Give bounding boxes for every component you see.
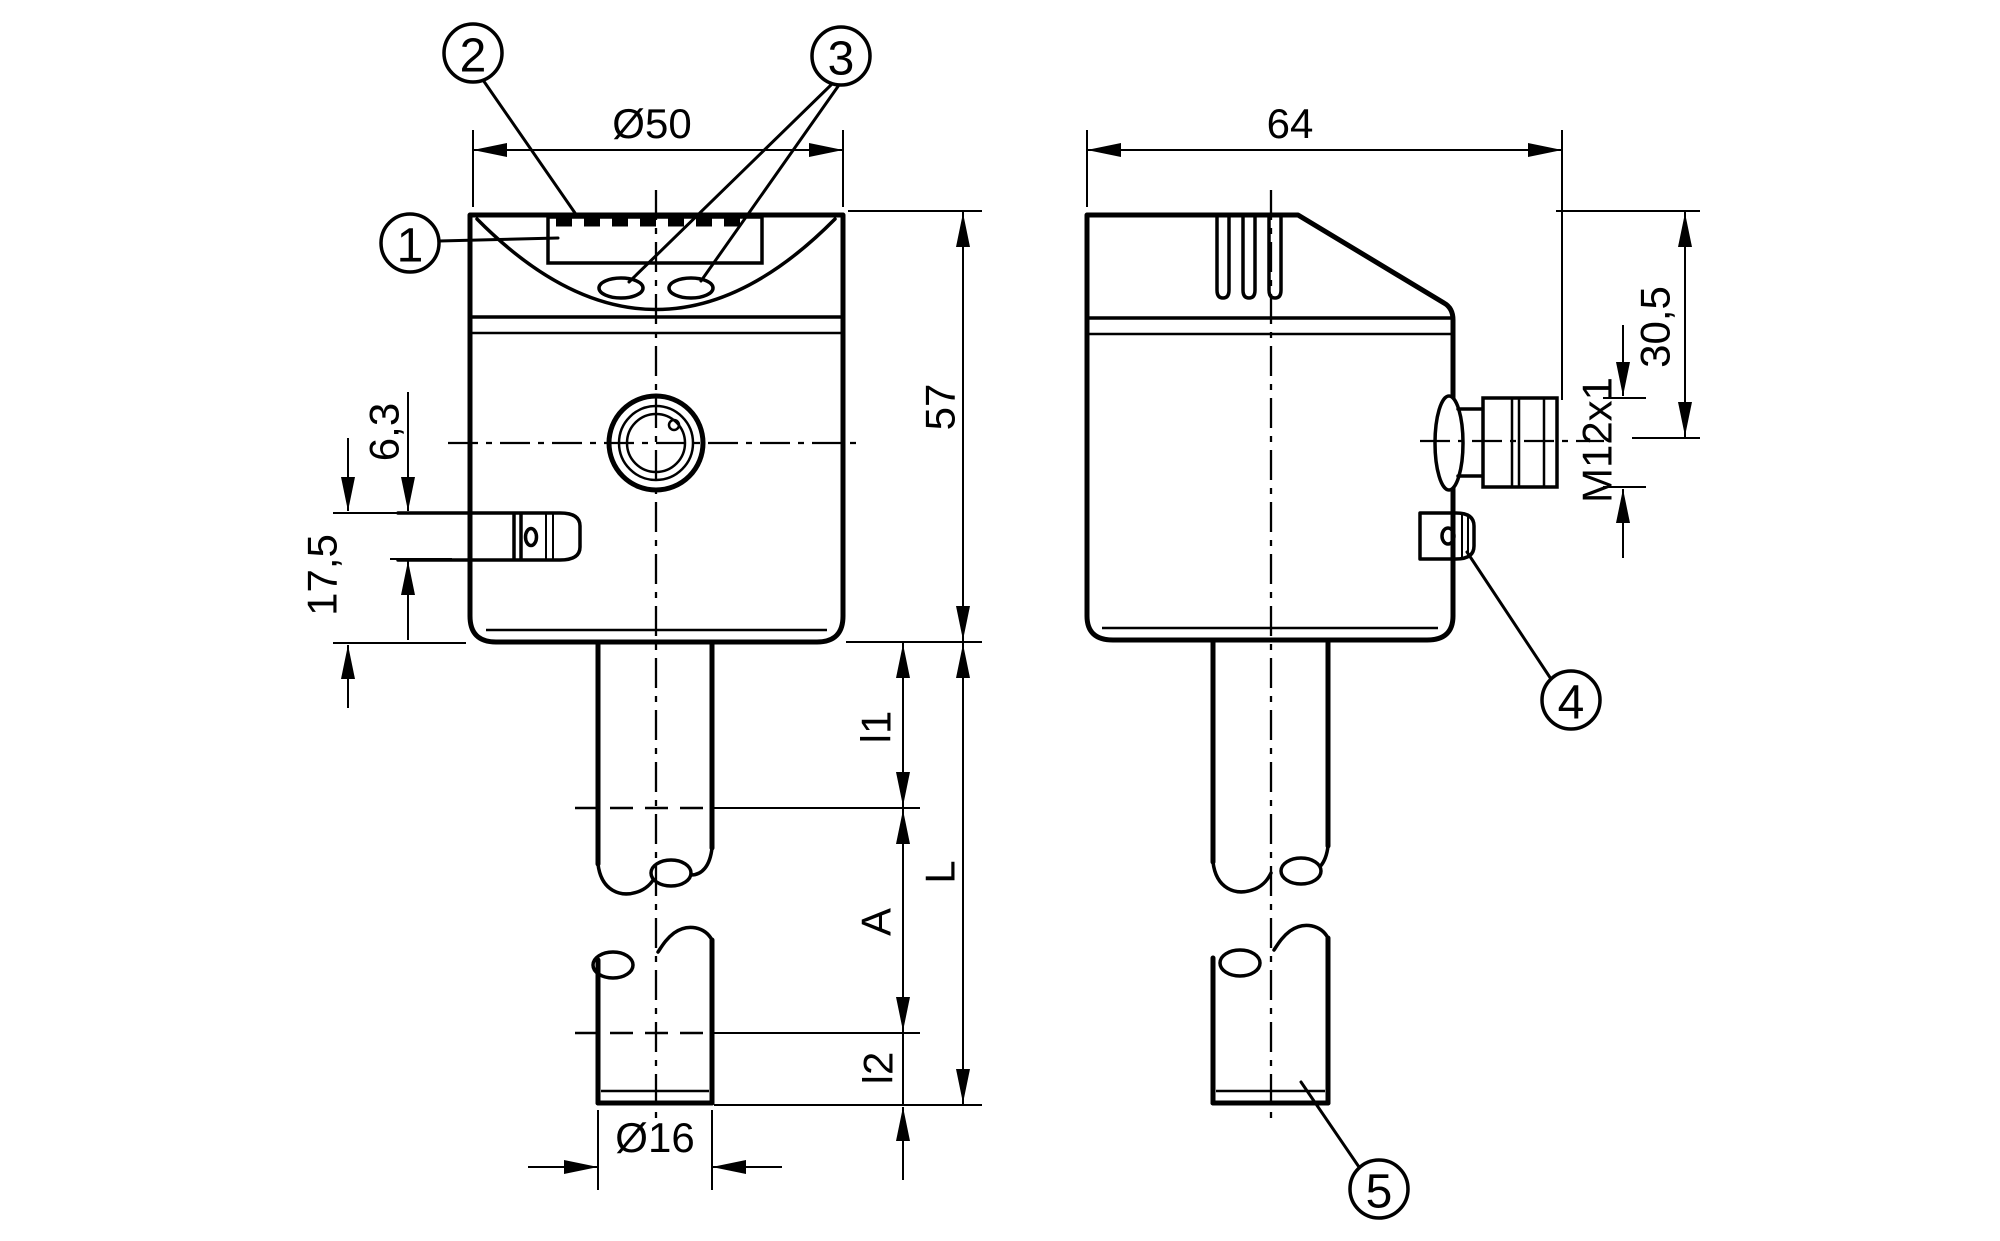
dimension-probe-length-1: l1 bbox=[575, 642, 920, 810]
callout-2-number: 2 bbox=[460, 30, 487, 83]
dimension-total-length: L bbox=[917, 642, 970, 1105]
front-probe-lower bbox=[591, 925, 715, 1106]
grip-grooves bbox=[1215, 215, 1283, 300]
dimension-clip-to-bottom: 17,5 bbox=[299, 438, 466, 708]
callout-3-circle bbox=[810, 25, 872, 87]
label-probe-length-1: l1 bbox=[853, 711, 900, 744]
callout-5-number: 5 bbox=[1366, 1166, 1393, 1219]
label-connector-axis-offset: 30,5 bbox=[1632, 286, 1679, 368]
label-probe-length-2: l2 bbox=[855, 1052, 902, 1085]
center-port-key bbox=[667, 418, 681, 432]
callout-5-circle bbox=[1348, 1158, 1410, 1220]
callout-1-number: 1 bbox=[397, 220, 424, 273]
connector-flange bbox=[1433, 394, 1465, 492]
dimension-body-depth: 64 bbox=[1086, 100, 1563, 400]
dimension-adjust-range: A bbox=[575, 808, 920, 1035]
dimension-probe-length-2: l2 bbox=[714, 1033, 982, 1180]
callout-5-leader bbox=[1299, 1080, 1361, 1169]
label-adjust-range: A bbox=[853, 908, 900, 936]
callout-2-circle bbox=[442, 22, 504, 84]
label-total-length: L bbox=[917, 860, 964, 883]
front-view bbox=[396, 190, 862, 1125]
dimension-body-height: 57 bbox=[846, 210, 982, 643]
callout-4-circle bbox=[1540, 669, 1602, 731]
label-probe-diameter: Ø16 bbox=[615, 1114, 694, 1161]
label-clip-offset: 6,3 bbox=[361, 403, 408, 461]
callout-2-leader bbox=[481, 78, 577, 215]
m12-connector bbox=[1420, 394, 1604, 492]
label-clip-to-bottom: 17,5 bbox=[299, 534, 346, 616]
dimension-connector-thread: M12x1 bbox=[1574, 325, 1646, 558]
dimension-probe-diameter: Ø16 bbox=[528, 1110, 782, 1190]
front-probe-upper bbox=[595, 639, 715, 896]
pushbutton-left bbox=[597, 276, 645, 300]
side-probe-upper bbox=[1210, 639, 1331, 894]
callout-3-leader-a bbox=[627, 82, 834, 284]
label-body-depth: 64 bbox=[1267, 100, 1314, 147]
callout-3-leader-b bbox=[699, 83, 841, 283]
pushbutton-right bbox=[667, 276, 715, 300]
dimension-clip-offset: 6,3 bbox=[333, 392, 452, 640]
mounting-clip-front bbox=[396, 511, 582, 562]
dimension-head-diameter: Ø50 bbox=[472, 100, 844, 207]
callout-1-circle bbox=[379, 212, 441, 274]
side-view bbox=[1084, 190, 1604, 1125]
callout-3-number: 3 bbox=[828, 33, 855, 86]
label-body-height: 57 bbox=[917, 384, 964, 431]
callouts: 1 2 3 4 5 bbox=[379, 22, 1602, 1220]
label-connector-thread: M12x1 bbox=[1574, 377, 1621, 503]
callout-4-number: 4 bbox=[1558, 677, 1585, 730]
callout-1-leader bbox=[437, 236, 560, 243]
dimension-connector-axis-offset: 30,5 bbox=[1556, 210, 1700, 439]
mounting-clip-side bbox=[1418, 511, 1476, 561]
front-body-outline bbox=[467, 212, 846, 645]
label-head-diameter: Ø50 bbox=[612, 100, 691, 147]
callout-4-leader bbox=[1465, 550, 1553, 681]
